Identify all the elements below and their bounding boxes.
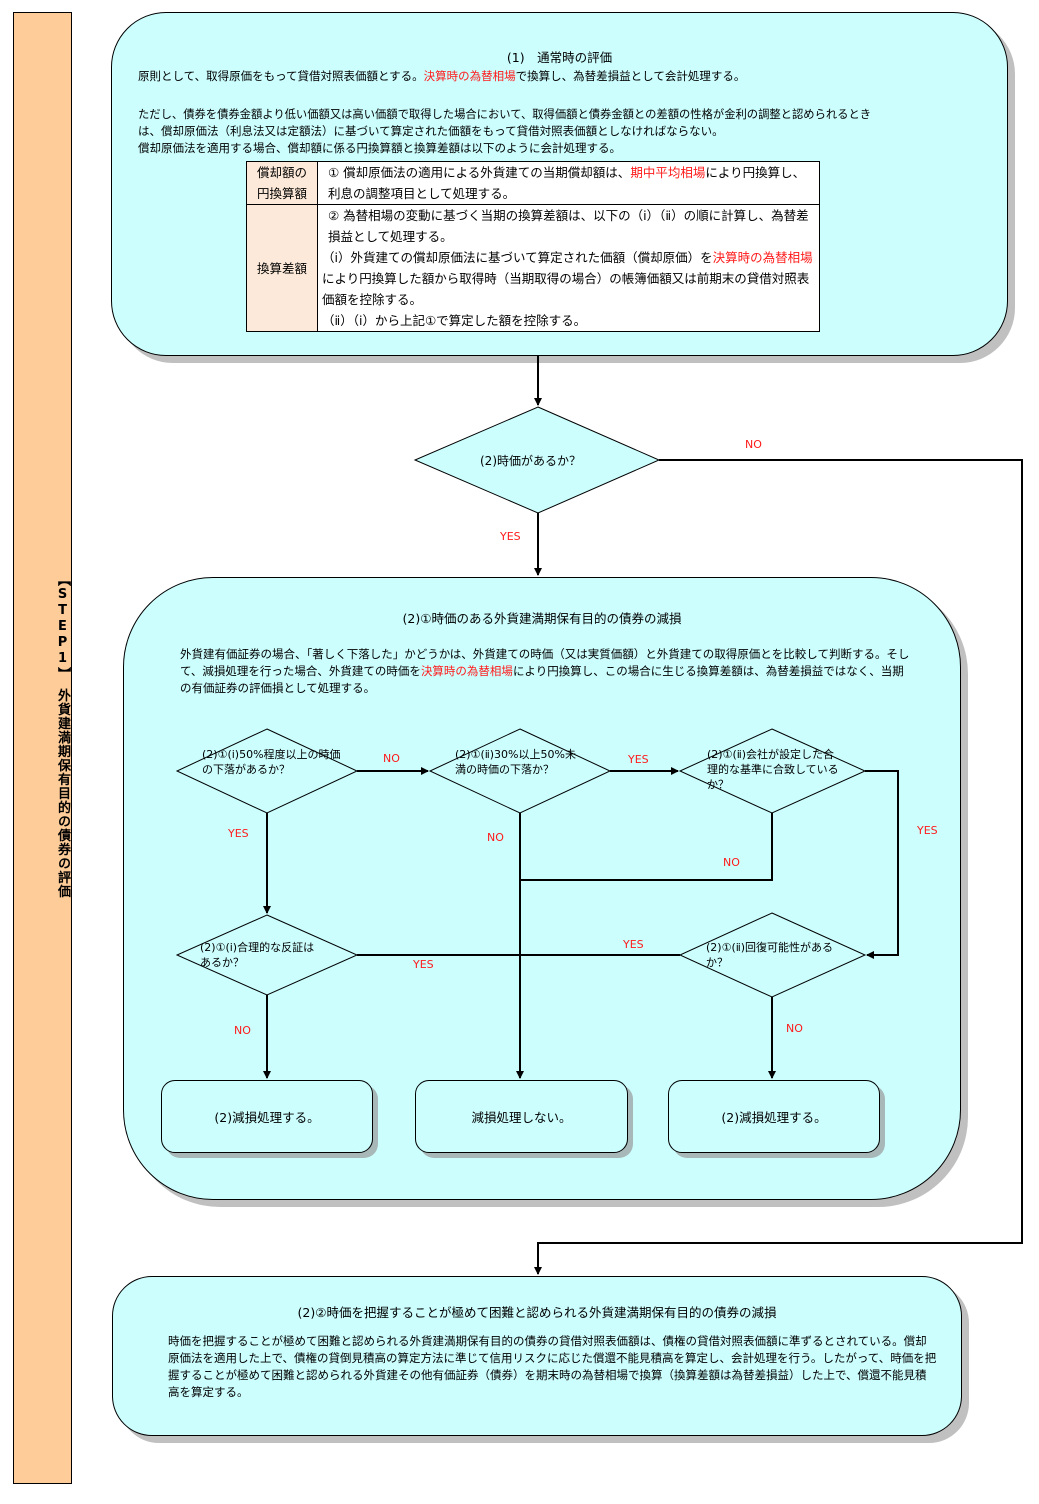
principle-text: 原則として、取得原価をもって貸借対照表価額とする。決算時の為替相場で換算し、為替… [138,68,998,85]
no-label: NO [786,1022,803,1035]
decision-50pct-decline: (2)①(ⅰ)50%程度以上の時価の下落があるか？ [202,748,341,776]
step-sidebar: 【STEP1】 外貨建満期保有目的の債券の評価 [13,12,72,1484]
no-label: NO [234,1024,251,1037]
decision-recoverability: (2)①(ⅱ)回復可能性があるか？ [706,941,834,969]
no-label: NO [487,831,504,844]
yes-label: YES [917,824,938,837]
outcome-impair-left: (2)減損処理する。 [161,1080,373,1153]
highlight-text: 決算時の為替相場 [712,250,813,265]
yes-label: YES [500,530,521,543]
highlight-text: 期中平均相場 [630,165,706,180]
text-line: （ⅰ）外貨建ての償却原価法に基づいて算定された価額（償却原価）を決算時の為替相場… [322,247,813,310]
no-label: NO [745,438,762,451]
no-label: NO [383,752,400,765]
impairment-description: 外貨建有価証券の場合、「著しく下落した」かどうかは、外貨建ての時価（又は実質価額… [180,646,910,697]
connector [865,770,899,959]
highlight-text: 決算時の為替相場 [423,69,516,83]
panel-title: (1) 通常時の評価 [506,50,613,65]
table-row: 償却額の円換算額 ① 償却原価法の適用による外貨建ての当期償却額は、期中平均相場… [246,161,820,205]
row-cell: ② 為替相場の変動に基づく当期の換算差額は、以下の（ⅰ）（ⅱ）の順に計算し、為替… [317,204,820,332]
yes-label: YES [628,753,649,766]
amortized-cost-text: ただし、債券を債券金額より低い価額又は高い価額で取得した場合において、取得価額と… [138,106,1008,157]
decision-market-price: (2)時価があるか？ [480,454,581,468]
impairment-description: 時価を把握することが極めて困難と認められる外貨建満期保有目的の債券の貸借対照表価… [168,1334,937,1399]
text-line: は、償却原価法（利息法又は定額法）に基づいて算定された価額をもって貸借対照表価額… [138,124,724,138]
text-line: （ⅱ）（ⅰ）から上記①で算定した額を控除する。 [322,313,587,328]
decision-30-50pct-decline: (2)①(ⅱ)30%以上50%未満の時価の下落か？ [455,748,576,776]
impairment-without-market-price-panel: (2)②時価を把握することが極めて困難と認められる外貨建満期保有目的の債券の減損… [112,1276,962,1436]
row-header: 換算差額 [246,204,318,332]
text-segment: ① 償却原価法の適用による外貨建ての当期償却額は、 [328,165,631,180]
decision-reasonable-rebuttal: (2)①(ⅰ)合理的な反証はあるか？ [200,941,315,969]
text-line: ② 為替相場の変動に基づく当期の換算差額は、以下の（ⅰ）（ⅱ）の順に計算し、為替… [328,208,809,244]
yes-label: YES [228,827,249,840]
text-segment: により円換算した額から取得時（当期取得の場合）の帳簿価額又は前期末の貸借対照表価… [322,271,810,307]
text-segment: により円換算し、この場合に生じる換算差額は、為替差損益ではなく、当期の有価証券の… [180,664,904,695]
no-label: NO [723,856,740,869]
panel-title: (2)②時価を把握することが極めて困難と認められる外貨建満期保有目的の債券の減損 [297,1305,777,1320]
row-cell: ① 償却原価法の適用による外貨建ての当期償却額は、期中平均相場により円換算し、利… [317,161,820,205]
text-line: ただし、債券を債券金額より低い価額又は高い価額で取得した場合において、取得価額と… [138,108,872,121]
panel-title: (2)①時価のある外貨建満期保有目的の債券の減損 [402,611,682,626]
text-line: 償却原価法を適用する場合、償却額に係る円換算額と換算差額は以下のように会計処理す… [138,141,621,155]
outcome-impair-right: (2)減損処理する。 [668,1080,880,1153]
table-row: 換算差額 ② 為替相場の変動に基づく当期の換算差額は、以下の（ⅰ）（ⅱ）の順に計… [246,204,820,332]
text-segment: （ⅰ）外貨建ての償却原価法に基づいて算定された価額（償却原価）を [322,250,713,265]
decision-company-criteria: (2)①(ⅱ)会社が設定した合理的な基準に合致しているか？ [707,748,839,791]
text-segment: 外貨建有価証券の場合、「著しく下落した」かどうかは、外貨建ての時価（又は実質価額… [180,647,910,678]
conversion-table: 償却額の円換算額 ① 償却原価法の適用による外貨建ての当期償却額は、期中平均相場… [246,161,820,332]
outcome-no-impairment: 減損処理しない。 [415,1080,628,1153]
highlight-text: 決算時の為替相場 [420,664,513,678]
yes-label: YES [413,958,434,971]
text-segment: により円換算し、利息の調整項目として処理する。 [328,165,806,201]
yes-label: YES [623,938,644,951]
sidebar-label: 【STEP1】 外貨建満期保有目的の債券の評価 [55,573,70,899]
text-segment: で換算し、為替差損益として会計処理する。 [515,69,746,83]
text-segment: 原則として、取得原価をもって貸借対照表価額とする。 [138,69,424,83]
connector [520,813,773,881]
connector [534,459,1023,1275]
